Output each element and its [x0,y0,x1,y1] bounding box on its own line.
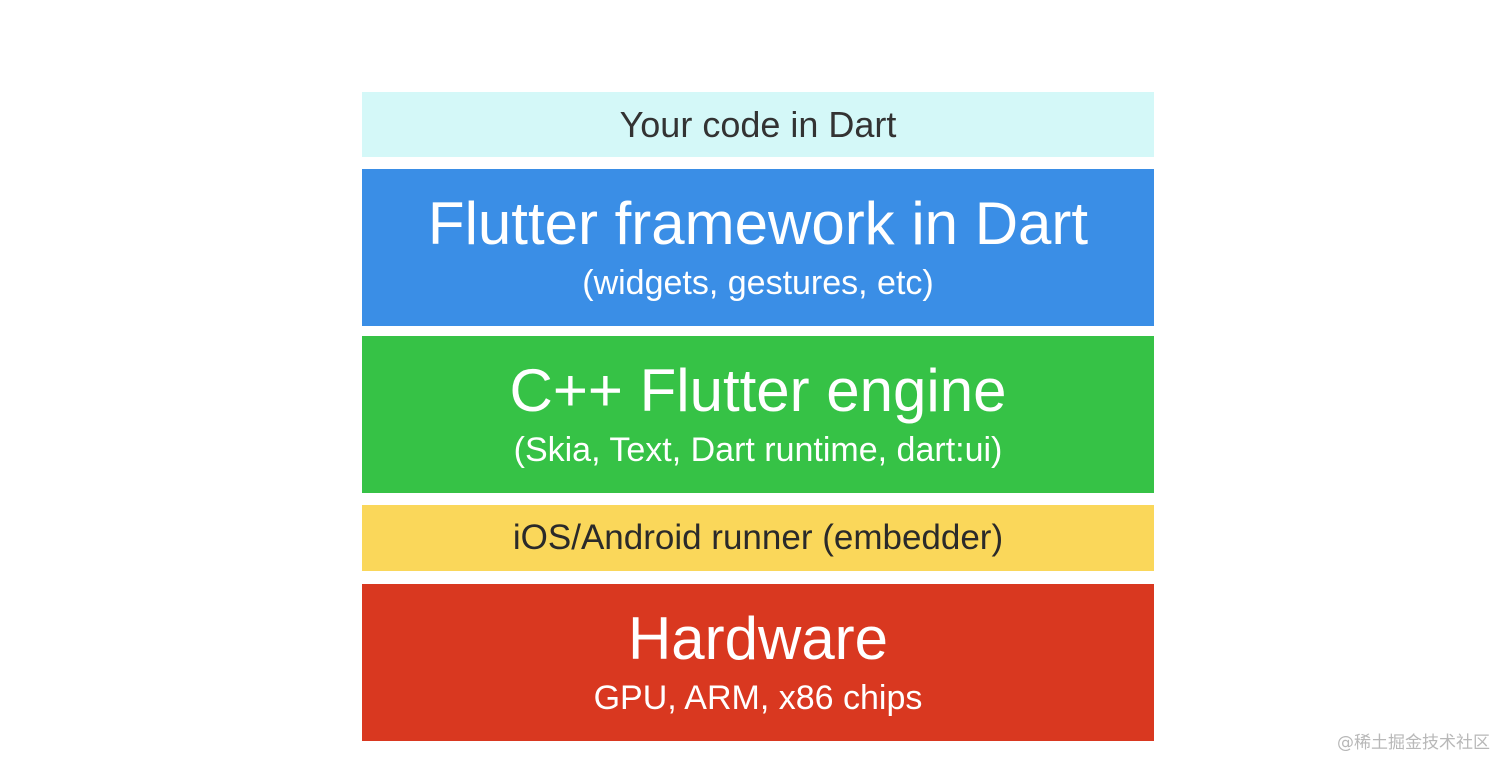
layer-your-code-title: Your code in Dart [619,103,897,145]
layer-hardware: Hardware GPU, ARM, x86 chips [362,584,1154,741]
layer-embedder-runner-title: iOS/Android runner (embedder) [512,517,1004,557]
watermark: @稀土掘金技术社区 [1337,733,1490,753]
layer-embedder-runner: iOS/Android runner (embedder) [362,505,1154,571]
layer-flutter-engine-title: C++ Flutter engine [509,357,1007,425]
layer-hardware-title: Hardware [627,605,889,673]
layer-your-code: Your code in Dart [362,92,1154,157]
layer-hardware-subtitle: GPU, ARM, x86 chips [593,679,923,718]
layer-flutter-framework: Flutter framework in Dart (widgets, gest… [362,169,1154,326]
layer-flutter-engine-subtitle: (Skia, Text, Dart runtime, dart:ui) [513,431,1003,470]
layer-flutter-framework-title: Flutter framework in Dart [427,190,1089,258]
layer-flutter-framework-subtitle: (widgets, gestures, etc) [582,264,934,303]
layer-flutter-engine: C++ Flutter engine (Skia, Text, Dart run… [362,336,1154,493]
